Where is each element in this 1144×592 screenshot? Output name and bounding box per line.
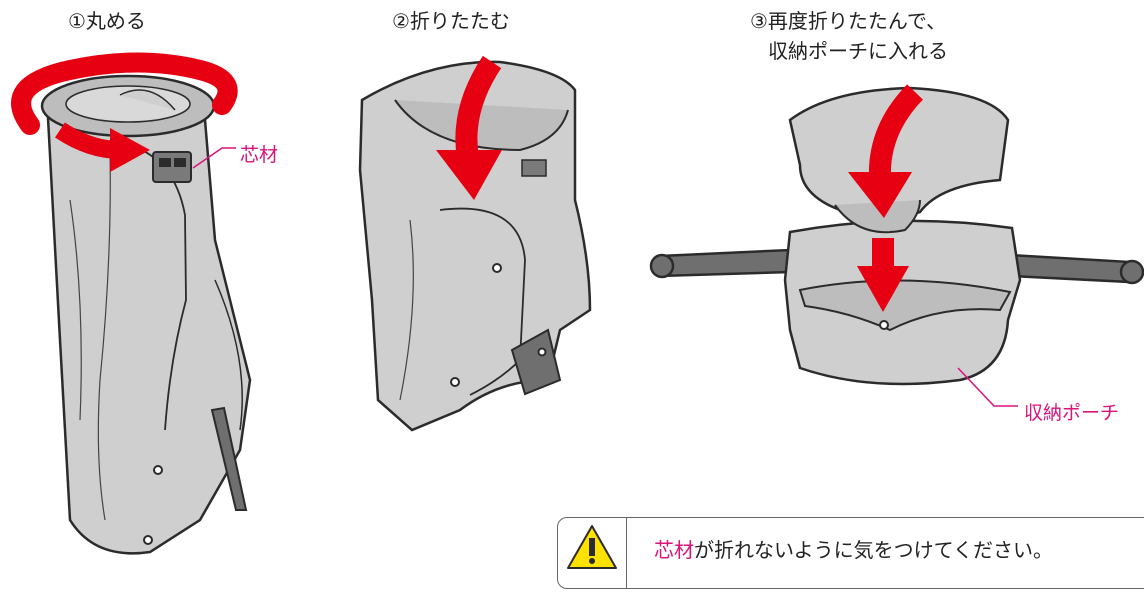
core-material-callout: 芯材 <box>240 144 279 166</box>
step3-pouch <box>649 84 1144 407</box>
caution-message: 芯材が折れないように気をつけてください。 <box>654 534 1053 563</box>
folding-illustration <box>11 52 1144 555</box>
caution-text: が折れないように気をつけてください。 <box>694 538 1053 562</box>
step1-rolled-cover <box>11 52 252 555</box>
step2-folded-cover <box>358 55 592 432</box>
caution-notice: 芯材が折れないように気をつけてください。 <box>557 517 1144 589</box>
warning-triangle-icon <box>567 525 617 569</box>
warning-icon-cell <box>558 518 627 588</box>
caution-highlight: 芯材 <box>654 538 694 562</box>
step-2-label: ②折りたたむ <box>392 9 510 33</box>
step-1-label: ①丸める <box>68 9 146 33</box>
step-3-label-line2: 収納ポーチに入れる <box>768 39 948 63</box>
step-3-label-line1: ③再度折りたたんで、 <box>750 9 947 33</box>
storage-pouch-callout: 収納ポーチ <box>1024 402 1120 424</box>
